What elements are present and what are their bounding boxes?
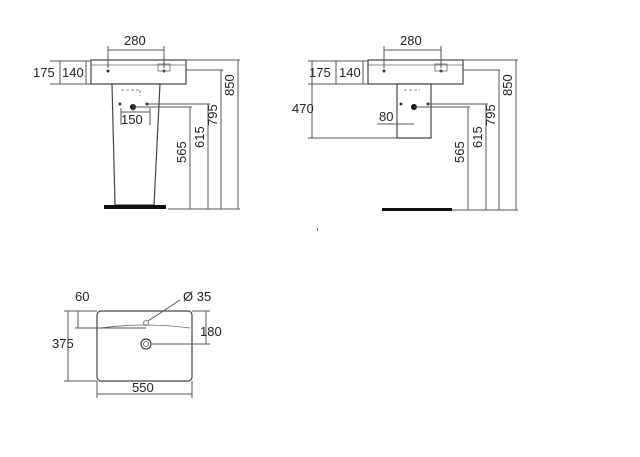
right-dim-rim-height: 850 <box>500 74 515 96</box>
left-dim-rim-offset: 175 <box>33 65 55 80</box>
right-dim-tap-offset: 140 <box>339 65 361 80</box>
right-dim-supply-height: 615 <box>470 126 485 148</box>
plan-waste <box>140 338 152 350</box>
right-elevation-view: 280 175 140 470 80 565 615 795 850 <box>292 33 518 211</box>
plan-dim-waste-position: 180 <box>200 324 222 339</box>
plan-dim-tap-offset: 60 <box>75 289 89 304</box>
plan-view: Ø 35 60 375 180 550 <box>52 289 222 398</box>
left-dim-waste-offset: 150 <box>121 112 143 127</box>
plan-tap-hole <box>143 320 149 326</box>
right-basin-outline <box>367 59 464 85</box>
left-dim-supply-height: 615 <box>192 126 207 148</box>
left-basin-outline <box>90 59 187 85</box>
plan-dim-width: 550 <box>132 380 154 395</box>
plan-dim-tap-hole: Ø 35 <box>183 289 211 304</box>
left-dim-waste-height: 565 <box>174 141 189 163</box>
stray-mark <box>317 228 318 231</box>
left-elevation-view: 280 175 140 150 565 615 795 850 <box>33 33 240 210</box>
plan-dim-depth: 375 <box>52 336 74 351</box>
right-floor-line <box>382 208 452 211</box>
left-floor-base <box>104 205 166 209</box>
right-dim-rim-offset: 175 <box>309 65 331 80</box>
left-dim-tap-offset: 140 <box>62 65 84 80</box>
left-dim-rim-height: 850 <box>222 74 237 96</box>
left-dim-tap-spacing: 280 <box>124 33 146 48</box>
left-dim-rim-inner: 795 <box>205 104 220 126</box>
right-dim-rim-inner: 795 <box>483 104 498 126</box>
right-dim-waste-offset: 80 <box>379 109 393 124</box>
right-dim-tap-spacing: 280 <box>400 33 422 48</box>
right-dim-waste-height: 565 <box>452 141 467 163</box>
right-dim-mount-height: 470 <box>292 101 314 116</box>
right-pedestal-outline <box>396 83 432 139</box>
left-pedestal-outline <box>111 83 161 206</box>
